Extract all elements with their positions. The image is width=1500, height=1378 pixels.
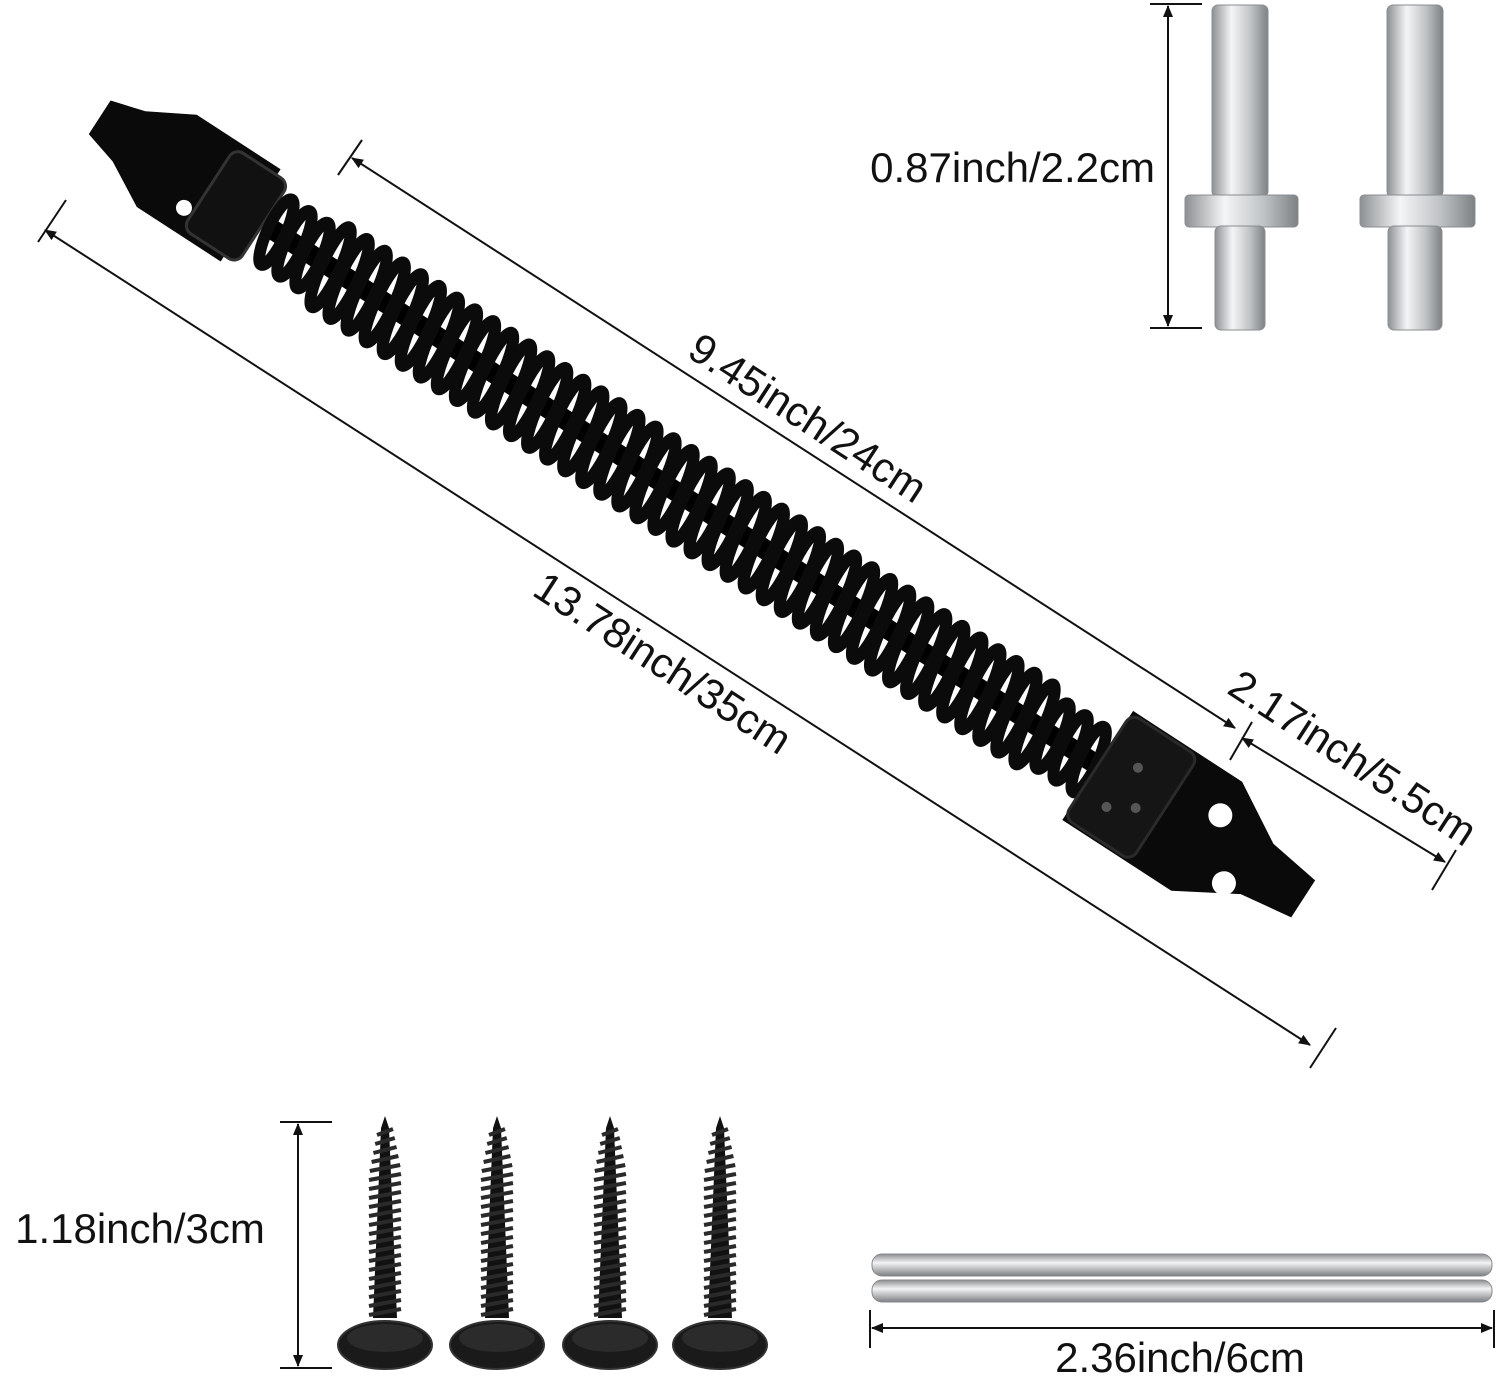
dim-total-tick (37, 199, 67, 243)
dim-spring-line (351, 157, 1236, 729)
pin-length-label: 0.87inch/2.2cm (870, 144, 1155, 191)
dim-spring-tick (337, 139, 363, 176)
hinge-pin (1359, 4, 1476, 331)
spring-coils (253, 193, 1112, 799)
bracket-hole (175, 199, 192, 216)
screw (672, 1116, 768, 1370)
dim-bracket-tick (1431, 849, 1457, 891)
steel-rod (871, 1253, 1493, 1277)
rod-length-label: 2.36inch/6cm (1055, 1334, 1305, 1378)
dimension-lines (37, 3, 1495, 1369)
dim-bracket-line (1241, 737, 1446, 863)
dim-total-line (44, 229, 1311, 1046)
screw (337, 1116, 433, 1370)
screw (562, 1116, 658, 1370)
gate-spring (88, 100, 1316, 918)
steel-rod (871, 1279, 1493, 1303)
hinge-pin (1184, 4, 1299, 331)
dim-total-tick (1309, 1027, 1337, 1069)
screws (337, 1116, 768, 1370)
screw-length-label: 1.18inch/3cm (15, 1205, 265, 1252)
screw (449, 1116, 545, 1370)
dim-bracket-tick (1229, 721, 1253, 761)
